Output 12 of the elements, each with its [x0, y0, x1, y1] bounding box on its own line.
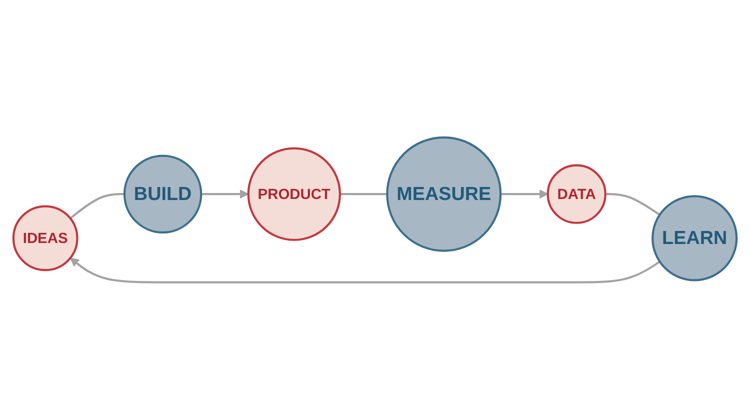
connector: [605, 193, 660, 216]
node-circle: DATA: [546, 164, 606, 224]
arrow: [500, 190, 548, 199]
connector: [340, 193, 388, 196]
node-circle: PRODUCT: [247, 147, 341, 242]
arrow: [201, 190, 249, 199]
arrow: [70, 258, 660, 284]
node-circle: LEARN: [652, 195, 738, 282]
node-circle: IDEAS: [12, 205, 78, 272]
connector: [70, 193, 124, 220]
node-circle: BUILD: [123, 154, 202, 234]
node-circle: MEASURE: [386, 136, 502, 252]
